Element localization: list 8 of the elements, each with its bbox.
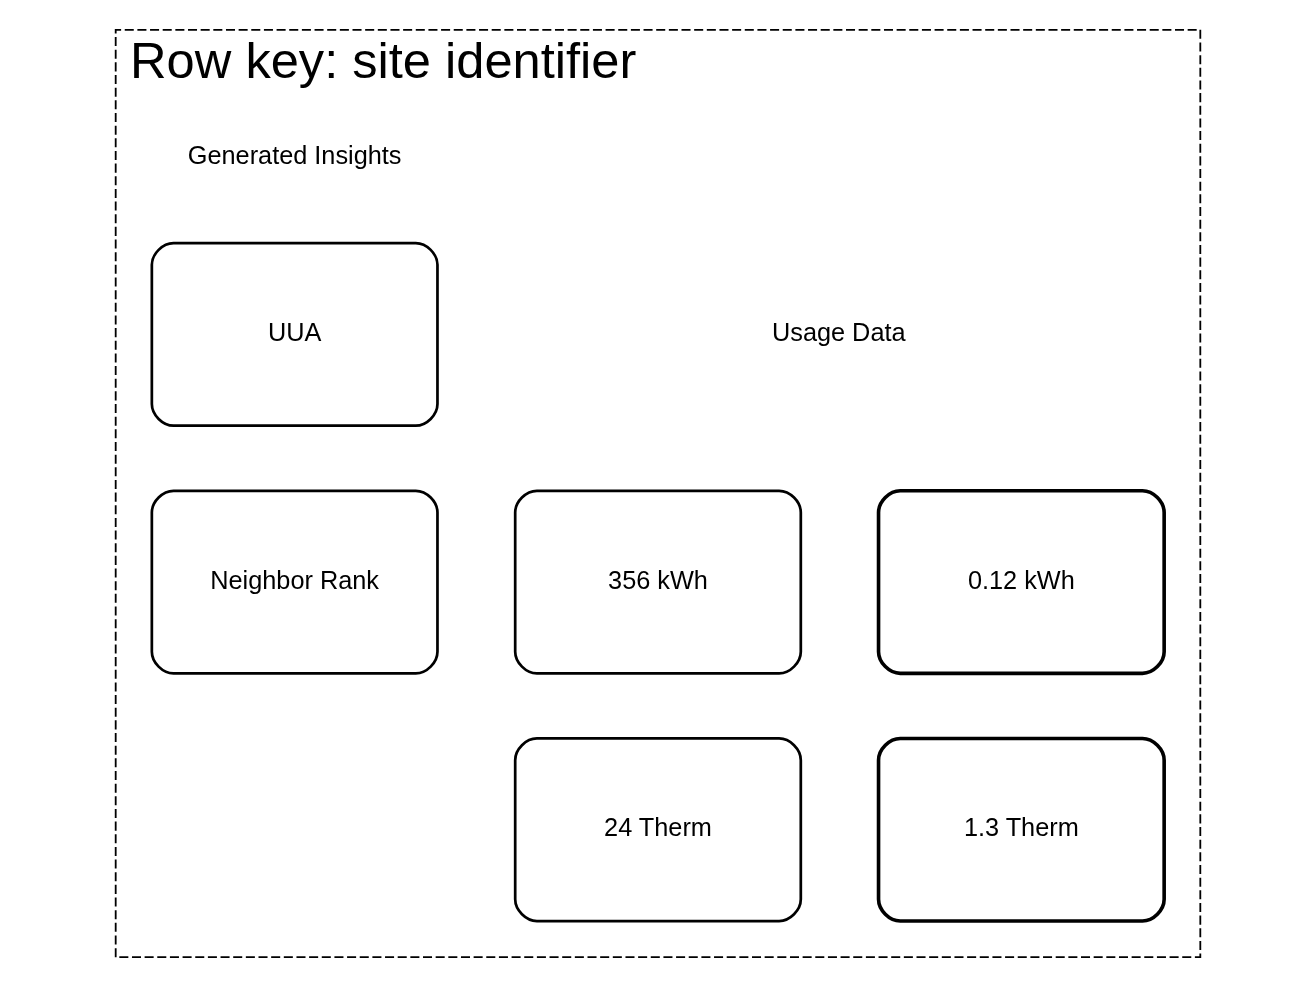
node-box: 1.3 Therm xyxy=(876,736,1166,923)
node-box: 24 Therm xyxy=(513,737,802,923)
node-box: 356 kWh xyxy=(513,489,802,675)
label: Generated Insights xyxy=(187,140,402,169)
node-box: Neighbor Rank xyxy=(150,489,439,675)
node-box: UUA xyxy=(150,241,439,428)
label: Usage Data xyxy=(771,318,906,347)
node-box: 0.12 kWh xyxy=(876,489,1166,676)
